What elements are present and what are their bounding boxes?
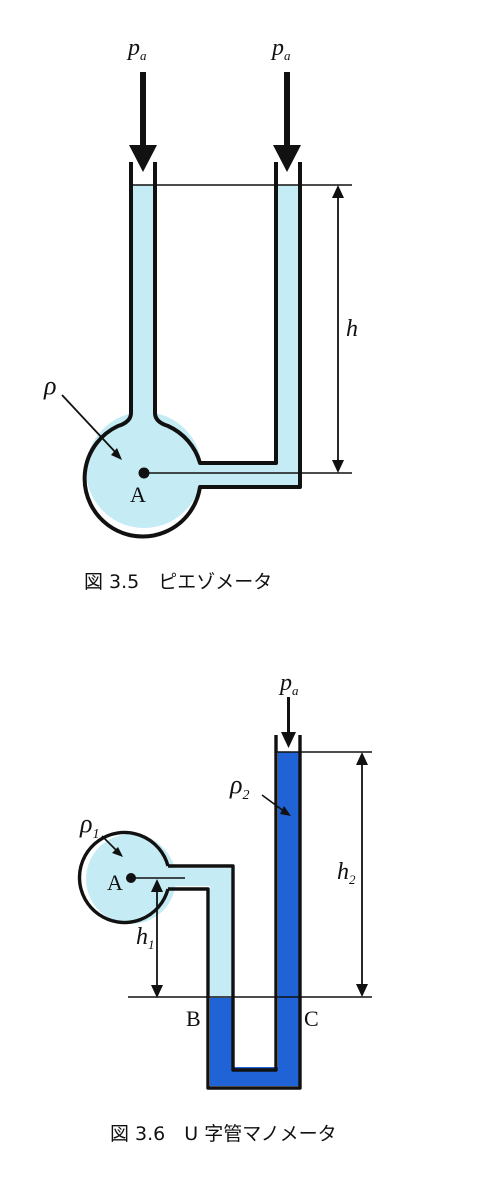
figure-3-6-caption: 図 3.6 U 字管マノメータ	[110, 1123, 337, 1145]
density1-pointer	[101, 835, 119, 853]
pressure-arrow-left	[129, 72, 157, 172]
point-a-dot	[138, 467, 150, 479]
point-b-label: B	[186, 1006, 201, 1031]
u-tube-outline	[77, 735, 302, 1090]
height-h2-dimension	[356, 752, 368, 997]
height-h-dimension	[332, 185, 344, 473]
height1-label: h1	[136, 924, 155, 952]
point-a-label-2: A	[107, 870, 123, 895]
density-pointer-head	[111, 448, 122, 460]
density2-pointer-head	[280, 806, 291, 816]
height2-label: h2	[337, 859, 356, 887]
point-c-label: C	[304, 1006, 319, 1031]
piezometer-figure: pa pa h ρ A 図 3.5 ピエゾメータ	[43, 35, 358, 593]
figure-3-5-caption: 図 3.5 ピエゾメータ	[84, 571, 272, 593]
piezometer-fluid	[86, 185, 300, 528]
density-label-rho: ρ	[43, 371, 56, 400]
piezometer-outline	[82, 162, 302, 539]
height-label-h: h	[346, 316, 358, 342]
pressure-arrow-right	[273, 72, 301, 172]
density1-label: ρ1	[79, 809, 99, 842]
density-pointer	[61, 394, 119, 456]
density2-pointer	[261, 794, 286, 813]
pressure-label-left: pa	[126, 35, 147, 63]
density1-pointer-head	[112, 847, 123, 857]
pressure-arrow-u-tube	[281, 697, 296, 748]
pressure-label-right: pa	[270, 35, 291, 63]
density2-label: ρ2	[229, 770, 249, 803]
point-a-dot-2	[126, 873, 136, 883]
height-h1-dimension	[151, 879, 163, 998]
point-a-label: A	[130, 482, 146, 507]
pressure-label-u-tube: pa	[278, 670, 299, 698]
u-tube-light-fluid	[86, 834, 233, 998]
u-tube-figure: pa ρ1 ρ2 A h1 h2 B C 図 3.6 U 字管マノメータ	[77, 670, 372, 1145]
u-tube-dark-fluid	[210, 752, 299, 1086]
